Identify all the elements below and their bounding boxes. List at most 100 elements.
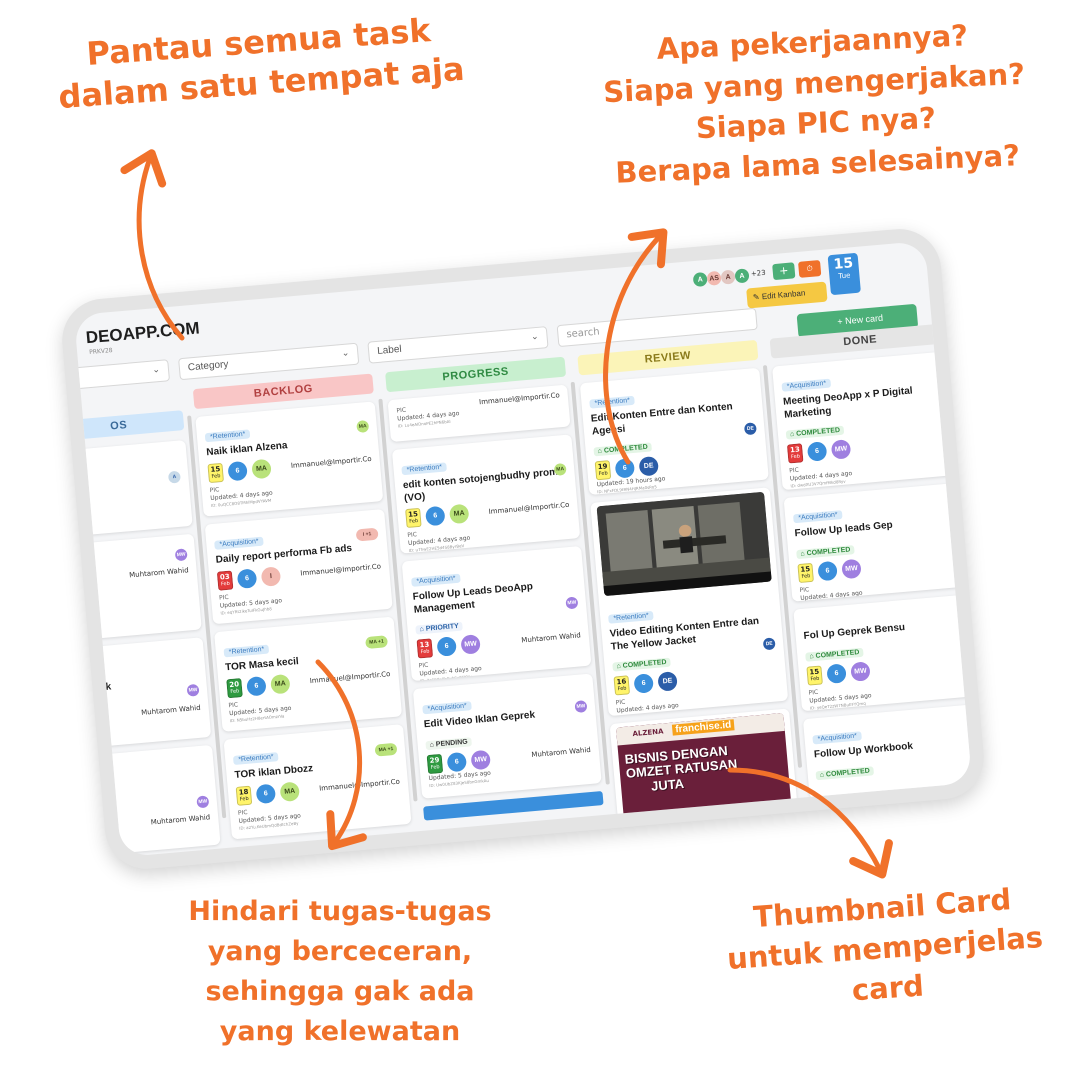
assignee-avatar[interactable]: MW (850, 660, 871, 682)
user-avatar[interactable]: A (720, 269, 736, 285)
status-label: COMPLETED (622, 658, 667, 670)
status-badge: ⌂ COMPLETED (796, 544, 855, 559)
assignee-avatar[interactable]: MW (830, 439, 852, 460)
card-tag: *Acquisition* (812, 731, 863, 745)
assignee-avatar: MW (186, 683, 200, 697)
chevron-down-icon: ⌄ (341, 347, 350, 359)
assignee-avatar: MW (565, 596, 579, 610)
task-card[interactable]: e MW Muhtarom Wahid (82, 744, 221, 856)
person-name: Muhtarom Wahid (128, 566, 189, 580)
edit-kanban-button[interactable]: ✎ Edit Kanban (746, 281, 828, 309)
office-photo (596, 491, 772, 597)
task-count-badge: 6 (446, 751, 468, 772)
assignee-avatar[interactable]: I (260, 565, 282, 587)
task-card[interactable]: A (73, 440, 193, 538)
task-card[interactable]: *Acquisition* Daily report performa Fb a… (204, 508, 393, 625)
add-button[interactable]: + (772, 262, 796, 281)
task-card[interactable]: *Acquisition* Follow Up Leads DeoApp Man… (401, 545, 592, 682)
extra-users-count[interactable]: +23 (750, 268, 766, 279)
status-badge: ⌂ COMPLETED (593, 442, 653, 457)
assignee-avatar[interactable]: MA (279, 780, 301, 802)
assignee-avatar[interactable]: MW (841, 558, 862, 579)
task-count-badge: 6 (246, 675, 267, 697)
task-card[interactable]: MW Muhtarom Wahid (73, 533, 202, 641)
assignee-avatar[interactable]: DE (657, 671, 678, 692)
caption-line: Hindari tugas-tugas (188, 896, 492, 927)
task-card[interactable]: *Retention* Video Editing Konten Entre d… (590, 487, 789, 717)
pic-email: Muhtarom Wahid (520, 630, 582, 644)
app-version: PRKV28 (88, 347, 113, 357)
card-title: eprek (84, 681, 112, 695)
task-card[interactable]: Immanuel@Importir.Co PIC Updated: 4 days… (387, 384, 571, 443)
card-tag: *Acquisition* (781, 378, 832, 392)
person-name: Muhtarom Wahid (140, 703, 201, 717)
card-tag: *Retention* (589, 395, 636, 409)
status-label: PENDING (435, 738, 468, 748)
assignee-avatar: I +1 (355, 527, 379, 542)
pic-email: Immanuel@Importir.Co (300, 562, 382, 578)
card-thumbnail[interactable]: ALZENA franchise.id BISNIS DENGAN OMZET … (615, 712, 793, 834)
caption-bottom-left: Hindari tugas-tugas yang berceceran, seh… (160, 892, 520, 1052)
card-tag: *Retention* (223, 644, 270, 658)
date-box[interactable]: 15 Tue (827, 252, 861, 296)
task-card[interactable]: *Retention* Edit Konten Entre dan Konten… (579, 367, 769, 495)
label-filter[interactable]: Label ⌄ (367, 326, 549, 364)
task-card[interactable]: *Acquisition* Follow Up leads Gep ⌂ COMP… (783, 482, 972, 602)
category-filter[interactable]: Category ⌄ (178, 342, 360, 381)
status-filter[interactable]: ⌄ (73, 359, 171, 390)
pic-email: Immanuel@Importir.Co (318, 777, 401, 793)
assignee-avatar[interactable]: MA (270, 673, 291, 694)
column-header: OS (73, 410, 185, 442)
column-done: DONE *Acquisition* Meeting DeoApp x P Di… (769, 323, 973, 799)
assignee-avatar[interactable]: DE (638, 455, 660, 477)
timer-icon[interactable]: ⏱ (798, 260, 822, 278)
assignee-avatar: MA +1 (365, 635, 389, 650)
caption-bottom-right: Thumbnail Card untuk memperjelas card (711, 876, 1059, 1019)
task-card[interactable]: *Acquisition* Edit Video Iklan Geprek ⌂ … (412, 673, 602, 799)
assignee-avatar[interactable]: MA (448, 503, 470, 525)
task-card[interactable]: *Acquisition* Meeting DeoApp x P Digital… (772, 350, 963, 491)
user-avatar[interactable]: A (692, 271, 708, 288)
app-logo[interactable]: DEOAPP.COM (85, 318, 200, 348)
task-card[interactable]: *Acquisition* Follow Up Workbook ⌂ COMPL… (802, 703, 973, 799)
task-card[interactable]: *Retention* edit konten sotojengbudhy pr… (391, 434, 581, 554)
due-day: 20 (228, 679, 240, 689)
due-month: Feb (220, 580, 231, 587)
task-card[interactable]: ALZENA franchise.id BISNIS DENGAN OMZET … (609, 708, 799, 834)
user-avatar[interactable]: A (734, 268, 750, 284)
due-month: Feb (239, 795, 249, 803)
assignee-avatar[interactable]: MW (470, 749, 491, 770)
status-badge: ⌂ PENDING (425, 736, 473, 750)
card-title: Fol Up Geprek Bensu (803, 622, 906, 642)
assignee-avatar[interactable]: MW (460, 634, 481, 655)
task-count-badge: 6 (236, 567, 258, 589)
due-day: 15 (800, 564, 811, 574)
user-avatar[interactable]: AS (706, 270, 722, 286)
task-count-badge: 6 (424, 505, 446, 527)
due-month: Feb (408, 518, 419, 525)
assignee-avatar: MA (356, 420, 370, 434)
status-badge: ⌂ COMPLETED (612, 657, 671, 672)
due-month: Feb (617, 685, 627, 693)
pic-email: Immanuel@Importir.Co (488, 500, 570, 516)
assignee-avatar: A (167, 470, 181, 484)
card-tag: *Acquisition* (214, 536, 265, 550)
card-title: e (93, 794, 101, 807)
assignee-avatar: MW (196, 795, 210, 809)
card-thumbnail[interactable] (596, 491, 772, 597)
task-count-badge: 6 (255, 783, 277, 804)
assignee-avatar[interactable]: MA (251, 458, 272, 479)
task-count-badge: 6 (826, 662, 847, 684)
person-name: Muhtarom Wahid (150, 813, 211, 827)
due-day: 15 (210, 464, 221, 474)
task-card[interactable]: eprek MW Muhtarom Wahid (73, 637, 212, 749)
